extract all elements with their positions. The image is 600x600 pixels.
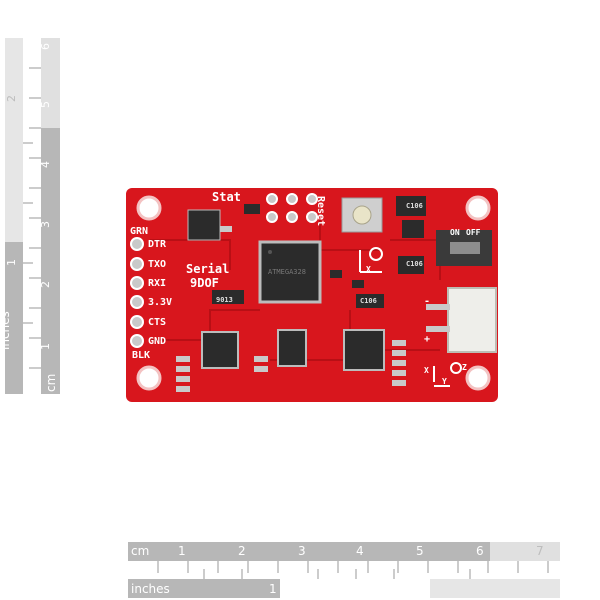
pin-label-rxi: RXI: [148, 278, 167, 289]
switch-off-label: OFF: [466, 228, 481, 237]
pin-label-dtr: DTR: [148, 239, 167, 250]
battery-minus-label: -: [424, 296, 431, 307]
ruler-h-cm-label: cm: [131, 544, 150, 558]
ruler-v-cm-2: 2: [39, 281, 52, 288]
ruler-v-cm-6: 6: [39, 43, 52, 50]
ruler-h-cm-6: 6: [476, 544, 484, 558]
reset-label: Reset: [315, 196, 326, 227]
pin-label-cts: CTS: [148, 317, 167, 328]
vertical-ruler: [5, 38, 60, 394]
ruler-h-cm-2: 2: [238, 544, 246, 558]
pin-label-3v3: 3.3V: [148, 297, 173, 308]
battery-plus-label: +: [424, 334, 431, 345]
ruler-h-cm-1: 1: [178, 544, 186, 558]
ruler-v-cm-1: 1: [39, 343, 52, 350]
serial-9dof-board: [126, 188, 498, 402]
axis-y-label: Y: [442, 377, 447, 386]
ruler-v-cm-3: 3: [39, 221, 52, 228]
ruler-v-inch-2: 2: [5, 95, 18, 102]
axis-x-label: X: [366, 265, 371, 274]
stat-label: Stat: [212, 190, 241, 204]
ruler-h-cm-3: 3: [298, 544, 306, 558]
ruler-v-cm-5: 5: [39, 101, 52, 108]
cap-label-2: C106: [406, 260, 423, 268]
pin-label-blk: BLK: [132, 350, 151, 361]
mcu-label: ATMEGA328: [268, 268, 306, 276]
cap-label-3: C106: [360, 297, 377, 305]
pin-label-gnd: GND: [148, 336, 167, 347]
ruler-v-inches-label: inches: [0, 311, 12, 350]
small-chip-label: 9013: [216, 296, 233, 304]
ruler-v-inch-1: 1: [5, 259, 18, 266]
horizontal-ruler: [128, 542, 560, 598]
board-title-9dof: 9DOF: [190, 276, 219, 290]
pin-label-txo: TXO: [148, 259, 167, 270]
ruler-h-cm-4: 4: [356, 544, 364, 558]
pin-label-grn: GRN: [130, 226, 149, 237]
switch-on-label: ON: [450, 228, 460, 237]
board-title-serial: Serial: [186, 262, 230, 276]
ruler-h-inch-1: 1: [269, 582, 277, 596]
ruler-v-cm-label: cm: [44, 373, 58, 392]
axis-z-label: Z: [462, 363, 467, 372]
ruler-h-cm-5: 5: [416, 544, 424, 558]
axis-x-label-bottom: X: [424, 366, 429, 375]
ruler-v-cm-4: 4: [39, 161, 52, 168]
ruler-h-inches-label: inches: [131, 582, 170, 596]
ruler-h-cm-7: 7: [536, 544, 544, 558]
cap-label-1: C106: [406, 202, 423, 210]
